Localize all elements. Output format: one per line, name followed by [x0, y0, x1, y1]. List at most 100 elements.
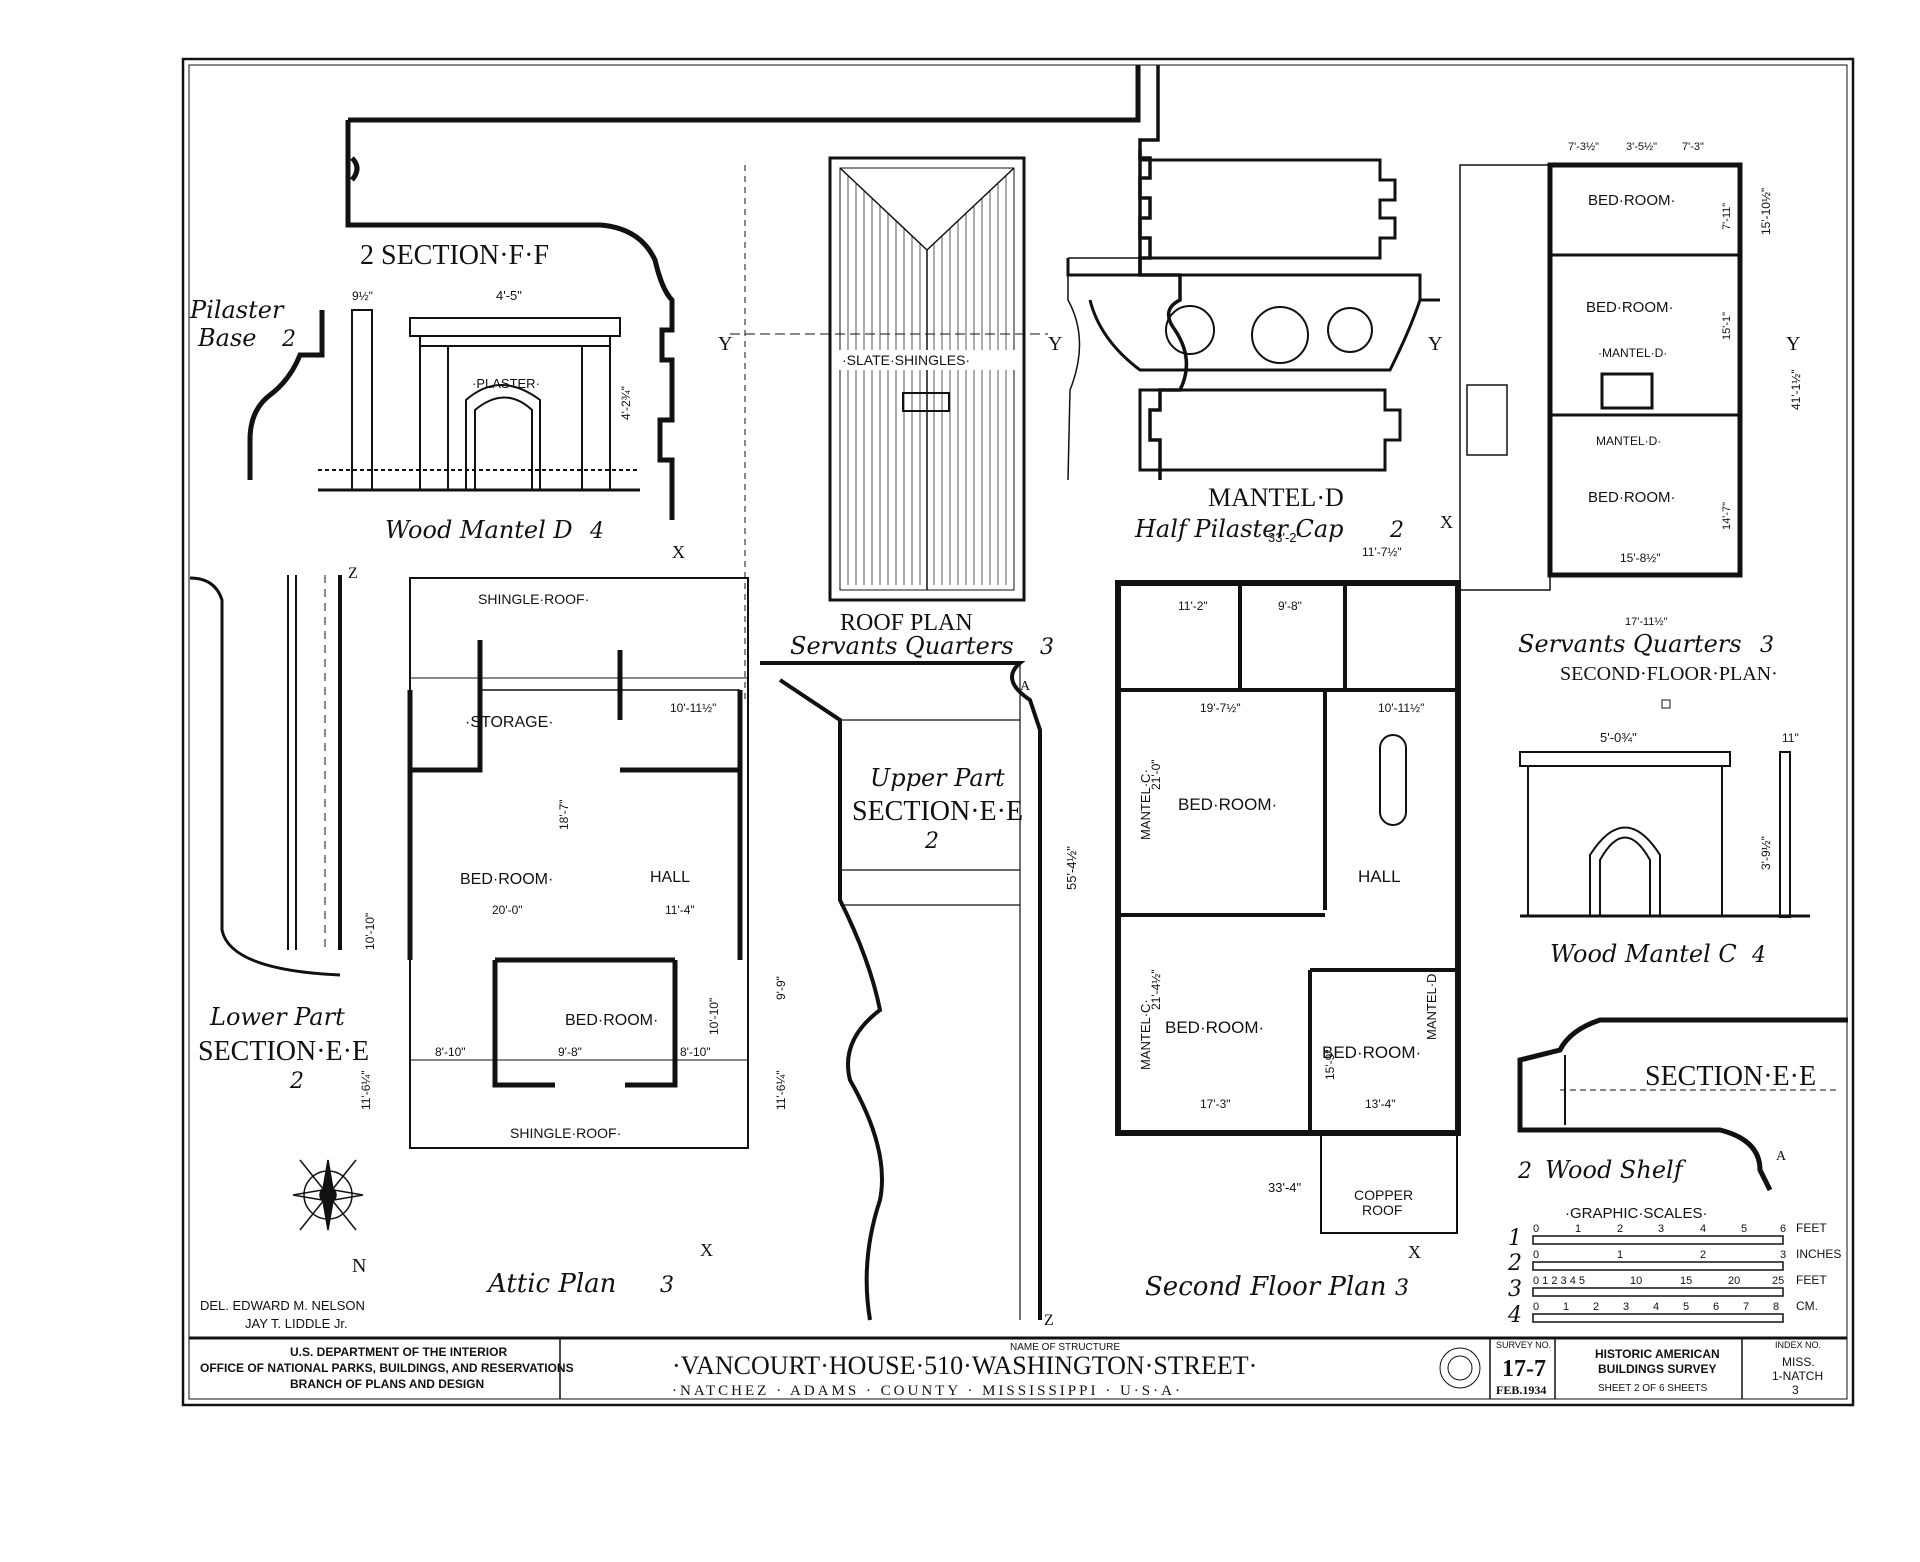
mantel-d-title: MANTEL·D [1208, 483, 1344, 512]
dim-second-10-11: 10'-11½" [1378, 701, 1424, 715]
dim-second-17-3: 17'-3" [1200, 1097, 1231, 1111]
dim-mantel-4-5: 4'-5" [496, 288, 522, 303]
servants-quarters-roof-num: 3 [1040, 635, 1054, 660]
second-floor-plan-caps: SECOND·FLOOR·PLAN· [1560, 663, 1778, 685]
section-ee-shelf-title: SECTION·E·E [1645, 1061, 1816, 1092]
section-mark-x-second-top: X [1440, 512, 1453, 532]
dim-attic-width: 20'-0" [492, 903, 523, 917]
dim-attic-18-7: 18'-7" [557, 799, 571, 830]
mantel-c-2-label: MANTEL·C· [1138, 999, 1153, 1070]
half-pilaster-cap-num: 2 [1389, 518, 1404, 543]
mantel-d-cap-detail [1066, 158, 1440, 472]
scale-2-tick-1: 1 [1617, 1249, 1623, 1261]
section-ee-upper-title: SECTION·E·E [852, 796, 1023, 827]
wood-mantel-c-title: Wood Mantel C [1550, 940, 1737, 968]
pilaster-base-title-2: Base [197, 324, 256, 352]
servants-quarters-walls [1459, 164, 1740, 591]
scale-1-tick-1: 1 [1575, 1223, 1581, 1235]
wood-mantel-d-num: 4 [589, 519, 604, 544]
attic-plan-num: 3 [660, 1273, 674, 1298]
wood-shelf-num: 2 [1517, 1159, 1532, 1184]
section-mark-x-attic-bottom: X [700, 1240, 713, 1260]
scale-2-tick-3: 3 [1780, 1249, 1786, 1261]
servants-quarters-2nd-title: Servants Quarters [1518, 630, 1742, 658]
dim-servants-3-5: 3'-5½" [1626, 141, 1657, 153]
upper-part-section-ee [760, 661, 1042, 1321]
scale-3-tick-4: 25 [1772, 1275, 1784, 1287]
habs-line-2: BUILDINGS SURVEY [1598, 1362, 1716, 1376]
half-pilaster-cap-body [1067, 157, 1158, 481]
second-floor-plan [1115, 580, 1461, 1136]
dim-attic-11-4: 11'-4" [665, 903, 695, 917]
attic-storage: ·STORAGE· [465, 714, 554, 731]
section-ee-upper-num: 2 [924, 829, 939, 854]
dim-second-9-8: 9'-8" [1278, 599, 1302, 613]
section-mark-y-left: Y [718, 333, 732, 355]
scale-3-num: 3 [1508, 1277, 1522, 1302]
wood-mantel-d-elevation [318, 309, 640, 492]
attic-bedroom-2: BED·ROOM· [565, 1012, 658, 1029]
attic-plan-title: Attic Plan [486, 1269, 616, 1299]
compass-rose [292, 1159, 364, 1231]
dim-second-21-4: 21'-4½" [1149, 969, 1163, 1010]
scale-3-tick-2: 15 [1680, 1275, 1692, 1287]
scale-2-unit: INCHES [1796, 1247, 1841, 1261]
scale-4-num: 4 [1507, 1303, 1522, 1328]
section-mark-a-top: A [1020, 679, 1031, 694]
survey-date: FEB.1934 [1496, 1383, 1546, 1397]
dim-attic-10-11: 10'-11½" [670, 701, 716, 715]
servants-quarters-2nd-num: 3 [1760, 633, 1774, 658]
compass-north: N [352, 1255, 366, 1277]
roof-plan-title: ROOF PLAN [840, 610, 973, 636]
scale-1-tick-6: 6 [1780, 1223, 1786, 1235]
wood-mantel-c-num: 4 [1751, 943, 1766, 968]
agency-line-1: U.S. DEPARTMENT OF THE INTERIOR [290, 1345, 507, 1359]
dim-mantel-c-3-9: 3'-9½" [1759, 836, 1773, 870]
index-line-2: 1-NATCH [1772, 1369, 1823, 1383]
scale-1-unit: FEET [1796, 1221, 1827, 1235]
scale-4-tick-5: 5 [1683, 1301, 1689, 1313]
dim-second-11-7: 11'-7½" [1362, 545, 1402, 559]
dim-mantel-4-2: 4'-2¾" [619, 386, 633, 420]
scale-1-tick-4: 4 [1700, 1223, 1706, 1235]
copper-roof-2: ROOF [1362, 1202, 1402, 1218]
dim-attic-9-9: 9'-9" [774, 976, 788, 1000]
section-ff-title: 2 SECTION·F·F [360, 240, 549, 271]
habs-line-1: HISTORIC AMERICAN [1595, 1347, 1720, 1361]
graphic-scales: 1 0 1 2 3 4 5 6 FEET 2 0 1 2 3 INCHES 3 … [1507, 1221, 1841, 1328]
dim-mantel-9: 9½" [352, 289, 373, 303]
scale-2-tick-0: 0 [1533, 1249, 1539, 1261]
section-mark-y-right: Y [1428, 333, 1442, 355]
index-line-1: MISS. [1782, 1355, 1815, 1369]
scale-1-tick-3: 3 [1658, 1223, 1664, 1235]
scale-2-num: 2 [1507, 1251, 1522, 1276]
graphic-scales-title: ·GRAPHIC·SCALES· [1565, 1205, 1708, 1222]
scale-4-tick-4: 4 [1653, 1301, 1659, 1313]
scale-3: 3 0 1 2 3 4 5 10 15 20 25 FEET [1508, 1273, 1827, 1302]
survey-no-caption: SURVEY NO. [1496, 1340, 1551, 1350]
index-line-3: 3 [1792, 1383, 1799, 1397]
pilaster-base-num: 2 [281, 327, 296, 352]
agency-line-2: OFFICE OF NATIONAL PARKS, BUILDINGS, AND… [200, 1361, 574, 1375]
mantel-c-1-label: MANTEL·C· [1138, 769, 1153, 840]
section-mark-y-far: Y [1786, 333, 1800, 355]
section-ee-lower-title: SECTION·E·E [198, 1036, 369, 1067]
section-mark-y-mid: Y [1048, 333, 1062, 355]
attic-plan [409, 577, 749, 1149]
scale-2-tick-2: 2 [1700, 1249, 1706, 1261]
dim-servants-41-1: 41'-1½" [1789, 369, 1803, 410]
upper-part-title: Upper Part [870, 764, 1005, 792]
scale-3-tick-0: 0 1 2 3 4 5 [1533, 1275, 1585, 1287]
servants-quarters-roof-title: Servants Quarters [790, 632, 1014, 660]
dim-second-13-4: 13'-4" [1365, 1097, 1396, 1111]
structure-name: ·VANCOURT·HOUSE·510·WASHINGTON·STREET· [672, 1351, 1257, 1380]
attic-shingle-bottom: SHINGLE·ROOF· [510, 1125, 621, 1141]
dim-attic-10-10-a: 10'-10" [363, 913, 377, 950]
servants-quarters-plan [1547, 162, 1743, 578]
sheet-inner-border [188, 64, 1848, 1400]
dim-second-55-4: 55'-4½" [1064, 846, 1079, 890]
section-ee-lower-num: 2 [289, 1069, 304, 1094]
scale-4: 4 0 1 2 3 4 5 6 7 8 CM. [1507, 1299, 1818, 1328]
scale-3-tick-3: 20 [1728, 1275, 1740, 1287]
scale-1-tick-5: 5 [1741, 1223, 1747, 1235]
